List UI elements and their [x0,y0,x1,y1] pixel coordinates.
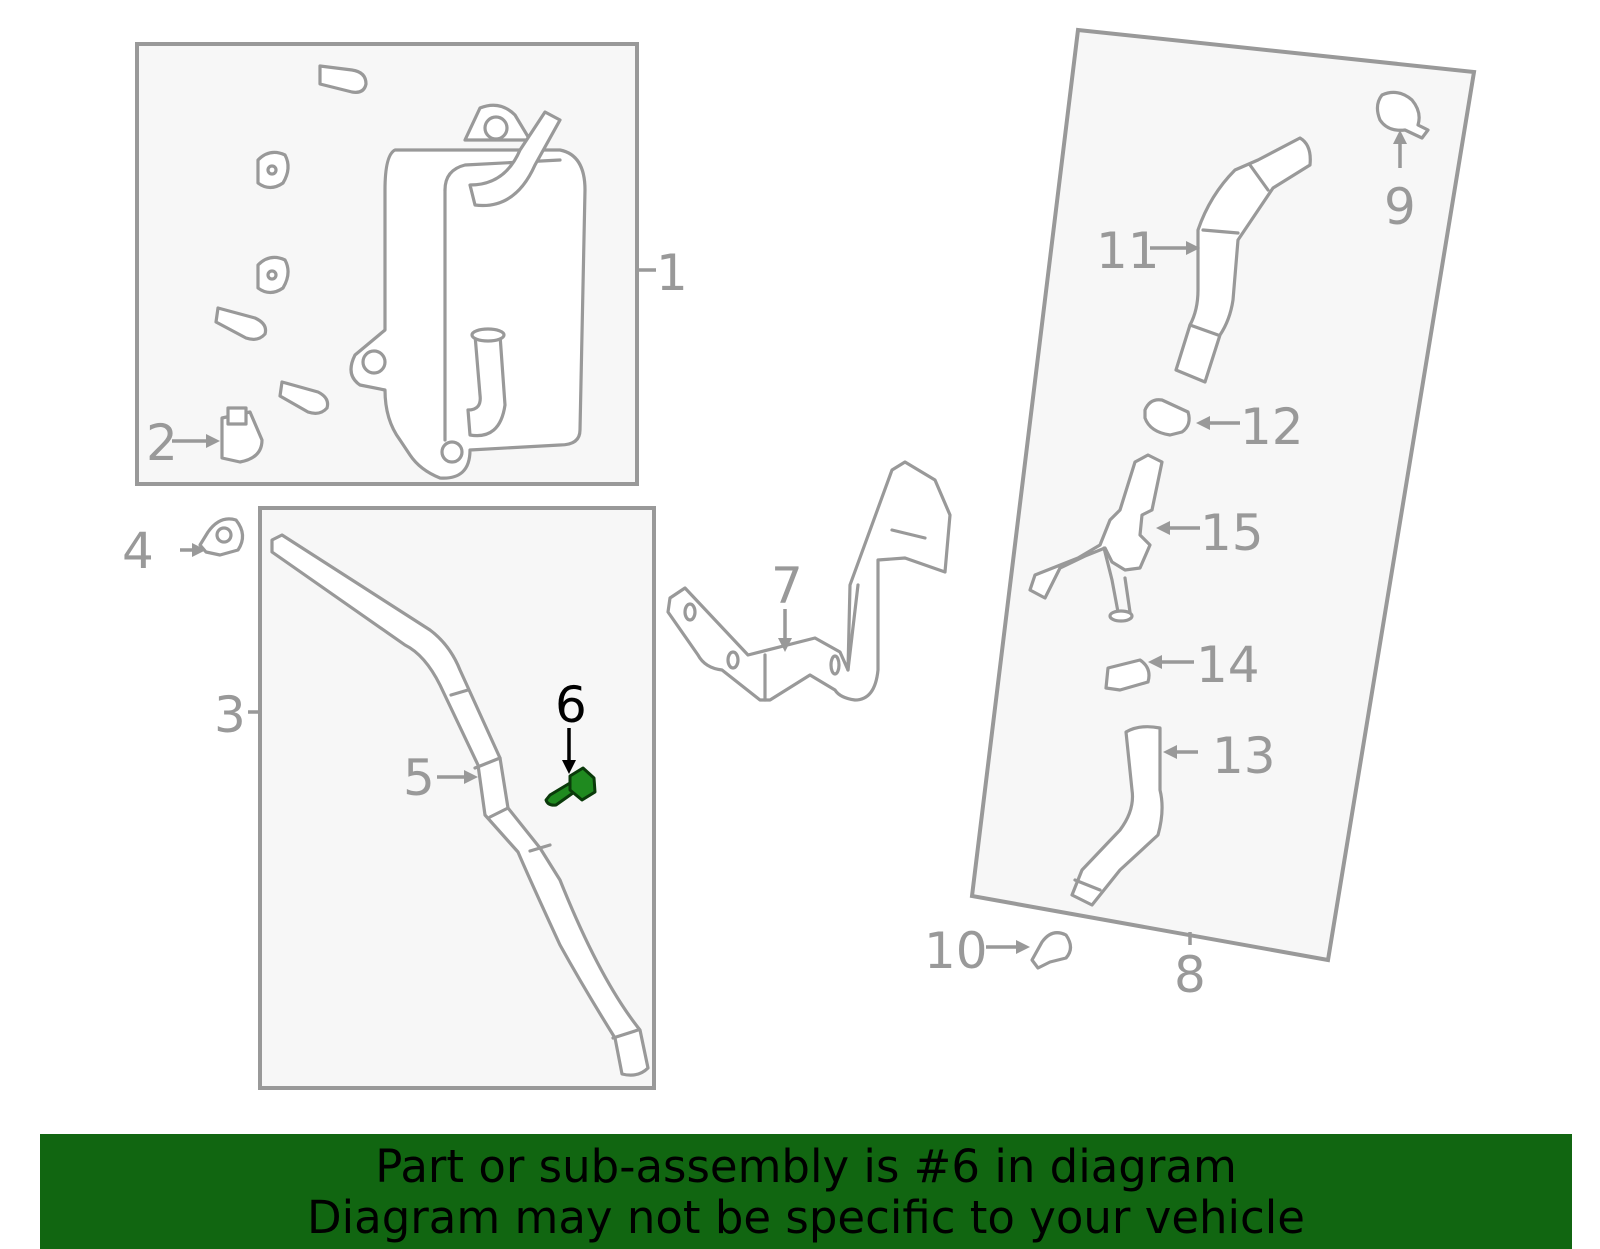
part-4-clamp [198,517,245,557]
leader-lines [172,130,1407,954]
callout-7: 7 [771,557,803,615]
callout-3: 3 [214,686,246,744]
callout-15: 15 [1200,504,1264,562]
assembly-box-3 [258,506,656,1090]
banner-line-2: Diagram may not be specific to your vehi… [307,1190,1305,1244]
callout-1: 1 [656,244,688,302]
callout-labels: 1 2 3 4 5 6 7 8 9 10 11 12 13 14 15 [122,178,1416,1004]
assembly-box-1 [135,42,639,486]
callout-9: 9 [1384,178,1416,236]
part-7-bracket [666,460,952,702]
callout-6: 6 [555,676,587,734]
callout-2: 2 [146,414,178,472]
callout-12: 12 [1240,398,1304,456]
callout-4: 4 [122,522,154,580]
banner-line-1: Part or sub-assembly is #6 in diagram [375,1139,1237,1193]
assembly-box-8 [969,27,1477,970]
callout-11: 11 [1096,222,1160,280]
callout-13: 13 [1212,727,1276,785]
callout-8: 8 [1174,946,1206,1004]
info-banner: Part or sub-assembly is #6 in diagram Di… [40,1134,1572,1249]
callout-14: 14 [1196,636,1260,694]
callout-10: 10 [924,922,988,980]
callout-5: 5 [403,749,435,807]
highlighted-part-6[interactable] [544,766,597,807]
